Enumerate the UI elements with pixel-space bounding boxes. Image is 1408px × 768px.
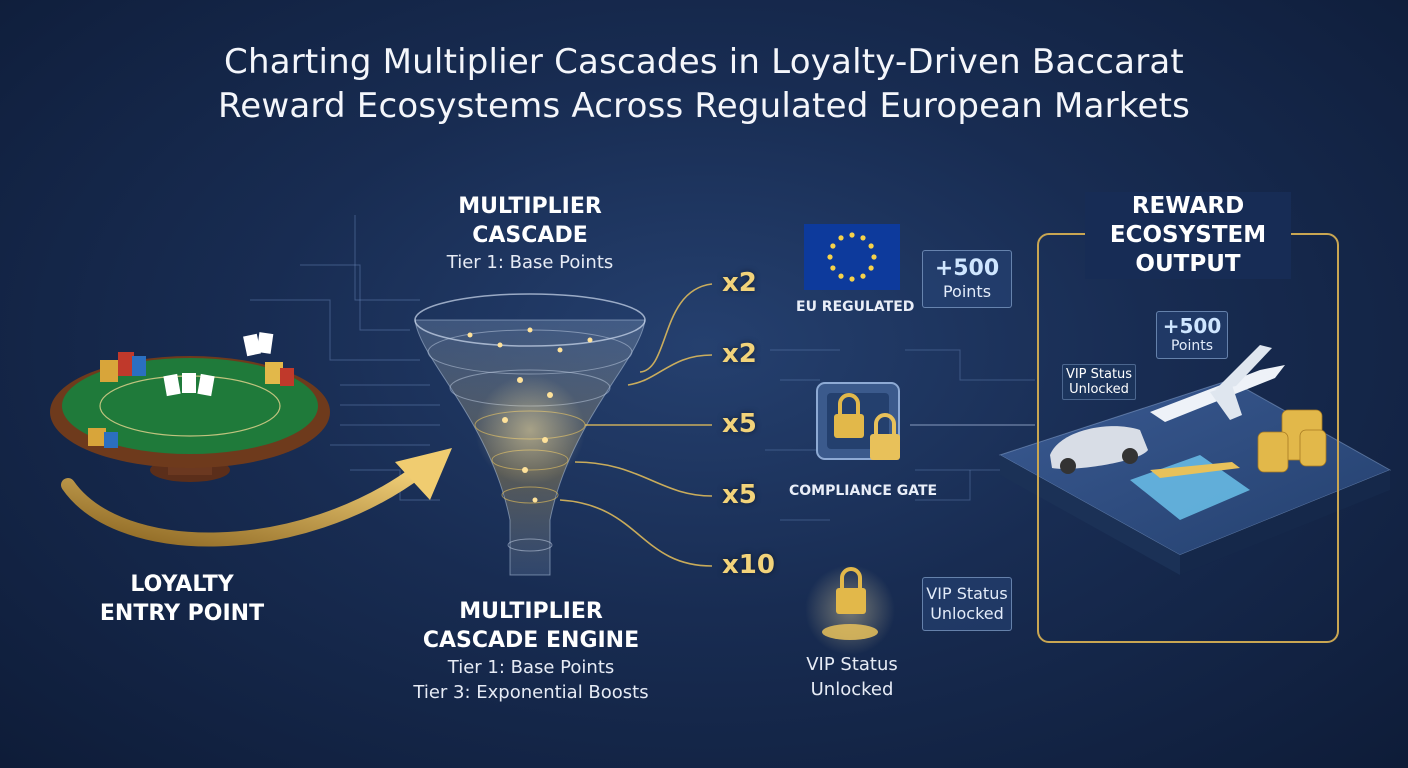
title-line-1: Charting Multiplier Cascades in Loyalty-… <box>224 42 1184 82</box>
output-points-badge: +500 Points <box>1156 311 1228 359</box>
eu-star <box>830 265 836 271</box>
loyalty-flow-arrow <box>61 448 452 547</box>
output-line-2: ECOSYSTEM <box>1109 222 1267 248</box>
points-badge-unit: Points <box>942 282 992 301</box>
eu-star <box>860 273 866 279</box>
circuit-lines-left <box>250 215 440 501</box>
cascade-engine-sub-1: Tier 1: Base Points <box>447 657 615 678</box>
points-badge-value: +500 <box>934 256 1000 281</box>
output-points-value: +500 <box>1162 314 1222 338</box>
vip-lock <box>805 565 895 655</box>
multiplier-funnel <box>414 293 646 576</box>
eu-star <box>868 265 874 271</box>
output-vip-badge: VIP Status Unlocked <box>1062 364 1136 400</box>
eu-star <box>830 243 836 249</box>
points-badge: +500 Points <box>922 250 1012 308</box>
multiplier-4: x5 <box>722 480 757 510</box>
compliance-gate-safe <box>816 382 900 460</box>
eu-star <box>860 235 866 241</box>
output-line-3: OUTPUT <box>1135 251 1241 277</box>
multiplier-5: x10 <box>722 550 775 580</box>
eu-star <box>849 276 855 282</box>
entry-line-2: ENTRY POINT <box>99 601 265 626</box>
output-vip-line-1: VIP Status <box>1065 367 1133 382</box>
cascade-engine-label: MULTIPLIER CASCADE ENGINE Tier 1: Base P… <box>395 597 667 705</box>
vip-lock-line-1: VIP Status <box>806 654 898 675</box>
eu-star <box>871 254 877 260</box>
loyalty-entry-label: LOYALTY ENTRY POINT <box>82 570 282 628</box>
vip-lock-line-2: Unlocked <box>810 679 894 700</box>
vip-lock-label: VIP Status Unlocked <box>787 652 917 702</box>
eu-star <box>849 232 855 238</box>
eu-star <box>827 254 833 260</box>
cascade-top-label: MULTIPLIER CASCADE Tier 1: Base Points <box>430 192 630 275</box>
circuit-lines-middle <box>765 349 840 521</box>
cascade-engine-line-2: CASCADE ENGINE <box>422 628 640 653</box>
output-line-1: REWARD <box>1131 193 1245 219</box>
output-points-unit: Points <box>1170 338 1214 354</box>
reward-platform <box>998 345 1392 575</box>
vip-badge-line-1: VIP Status <box>926 584 1008 603</box>
eu-star <box>838 235 844 241</box>
cascade-engine-sub-2: Tier 3: Exponential Boosts <box>413 682 649 703</box>
eu-star <box>868 243 874 249</box>
output-vip-line-2: Unlocked <box>1069 382 1129 397</box>
cascade-top-sub: Tier 1: Base Points <box>446 252 614 273</box>
reward-output-title: REWARD ECOSYSTEM OUTPUT <box>1085 192 1291 279</box>
page-title: Charting Multiplier Cascades in Loyalty-… <box>0 40 1408 128</box>
compliance-gate-label: COMPLIANCE GATE <box>789 483 938 499</box>
multiplier-2: x2 <box>722 339 757 369</box>
eu-star <box>838 273 844 279</box>
eu-regulated-label: EU REGULATED <box>796 299 915 315</box>
entry-line-1: LOYALTY <box>130 572 234 597</box>
cascade-engine-line-1: MULTIPLIER <box>459 599 603 624</box>
title-line-2: Reward Ecosystems Across Regulated Europ… <box>217 86 1191 126</box>
multiplier-3: x5 <box>722 409 757 439</box>
multiplier-1: x2 <box>722 268 757 298</box>
cascade-top-line-2: CASCADE <box>472 223 588 248</box>
cascade-top-line-1: MULTIPLIER <box>458 194 602 219</box>
baccarat-table-illustration <box>50 332 330 482</box>
multiplier-connectors <box>559 283 713 567</box>
reward-output-frame <box>1037 233 1339 643</box>
vip-status-badge: VIP Status Unlocked <box>922 577 1012 631</box>
vip-badge-line-2: Unlocked <box>930 604 1004 623</box>
eu-flag <box>804 224 900 290</box>
